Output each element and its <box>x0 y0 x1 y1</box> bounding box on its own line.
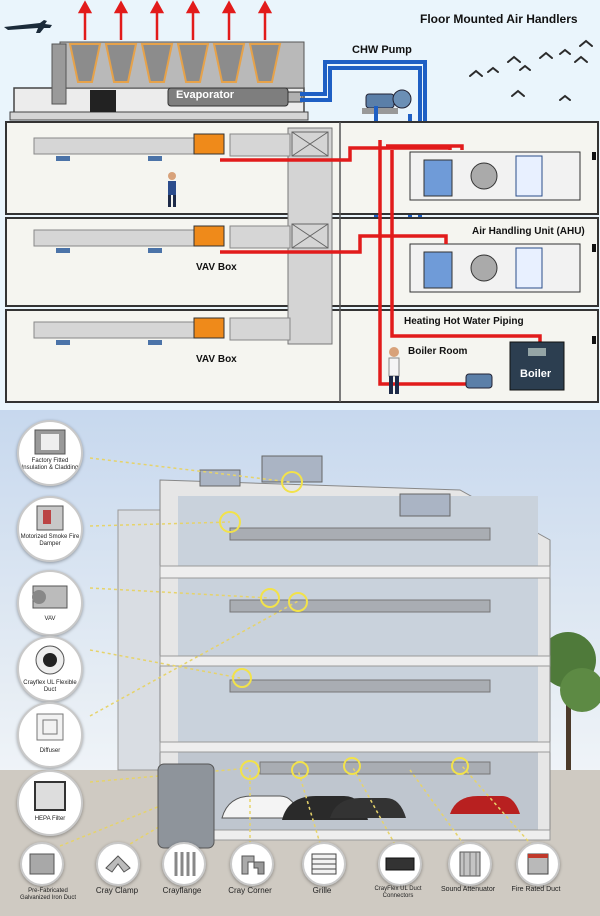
vav-box-label-2: VAV Box <box>196 262 237 273</box>
tree-icon <box>540 632 600 770</box>
hepa-item: HEPA Filter <box>17 770 83 836</box>
heating-piping-label: Heating Hot Water Piping <box>404 316 524 327</box>
clamp-icon <box>105 855 131 873</box>
sound-attenuator-label: Sound Attenuator <box>440 886 496 893</box>
diffuser-label: Diffuser <box>39 748 61 754</box>
crayflange-label: Crayflange <box>162 886 202 895</box>
flex-duct-icon <box>35 645 65 675</box>
birds-icon <box>469 39 593 101</box>
grille-item <box>302 842 346 886</box>
hepa-label: HEPA Filter <box>34 816 66 822</box>
ahu-units <box>409 151 581 293</box>
attenuator-icon <box>459 851 481 877</box>
fire-rated-duct-item <box>516 842 560 886</box>
evaporator-label: Evaporator <box>176 89 235 101</box>
parked-cars <box>221 795 520 820</box>
hepa-filter-icon <box>34 781 66 811</box>
vav-box-label-3: VAV Box <box>196 354 237 365</box>
rooftop-chiller <box>9 0 309 121</box>
connector-icon <box>385 857 415 871</box>
grille-label: Grille <box>312 886 332 895</box>
duct-connectors-item <box>378 842 422 886</box>
galvanized-duct-item <box>20 842 64 886</box>
boiler-label: Boiler <box>520 368 552 380</box>
hvac-schematic: Floor Mounted Air Handlers Evaporator CH… <box>0 0 600 410</box>
chw-pump <box>362 89 412 114</box>
building-drawing <box>0 455 600 916</box>
damper-icon <box>36 505 64 531</box>
vav-label: VAV <box>44 616 56 622</box>
cray-clamp-label: Cray Clamp <box>95 886 139 895</box>
cray-corner-item <box>230 842 274 886</box>
flex-duct-label: Crayflex UL Flexible Duct <box>23 680 77 693</box>
cray-corner-label: Cray Corner <box>228 886 272 895</box>
crayflange-item <box>162 842 206 886</box>
vav-icon <box>32 585 68 609</box>
insulated-duct-icon <box>34 429 66 455</box>
smoke-damper-label: Motorized Smoke Fire Damper <box>20 534 80 547</box>
factory-insulation-item: Factory Fitted Insulation & Cladding <box>17 420 83 486</box>
ahu-label: Air Handling Unit (AHU) <box>472 226 585 237</box>
duct-connectors-label: CrayFlex UL Duct Connectors <box>374 886 422 899</box>
fire-rated-duct-icon <box>527 853 549 875</box>
person-icon <box>168 172 400 394</box>
diagram-title: Floor Mounted Air Handlers <box>420 12 578 26</box>
airplane-icon <box>4 20 52 33</box>
diffuser-item: Diffuser <box>17 702 83 768</box>
fire-rated-duct-label: Fire Rated Duct <box>511 886 561 893</box>
chw-pump-label: CHW Pump <box>352 44 412 56</box>
galvanized-duct-label: Pre-Fabricated Galvanized Iron Duct <box>19 888 77 901</box>
corner-icon <box>241 855 265 875</box>
vav-item: VAV <box>17 570 83 636</box>
cray-clamp-item <box>96 842 140 886</box>
hvac-schematic-drawing <box>4 0 599 403</box>
boiler-room-label: Boiler Room <box>408 346 468 357</box>
factory-insulation-label: Factory Fitted Insulation & Cladding <box>21 458 79 471</box>
sound-attenuator-item <box>448 842 492 886</box>
smoke-damper-item: Motorized Smoke Fire Damper <box>17 496 83 562</box>
galvanized-duct-icon <box>29 853 55 875</box>
boiler <box>465 341 565 391</box>
flange-icon <box>174 852 196 876</box>
grille-icon <box>311 853 337 875</box>
building-cutaway: Factory Fitted Insulation & Cladding Mot… <box>0 410 600 916</box>
diffuser-icon <box>36 713 64 741</box>
flex-duct-item: Crayflex UL Flexible Duct <box>17 636 83 702</box>
